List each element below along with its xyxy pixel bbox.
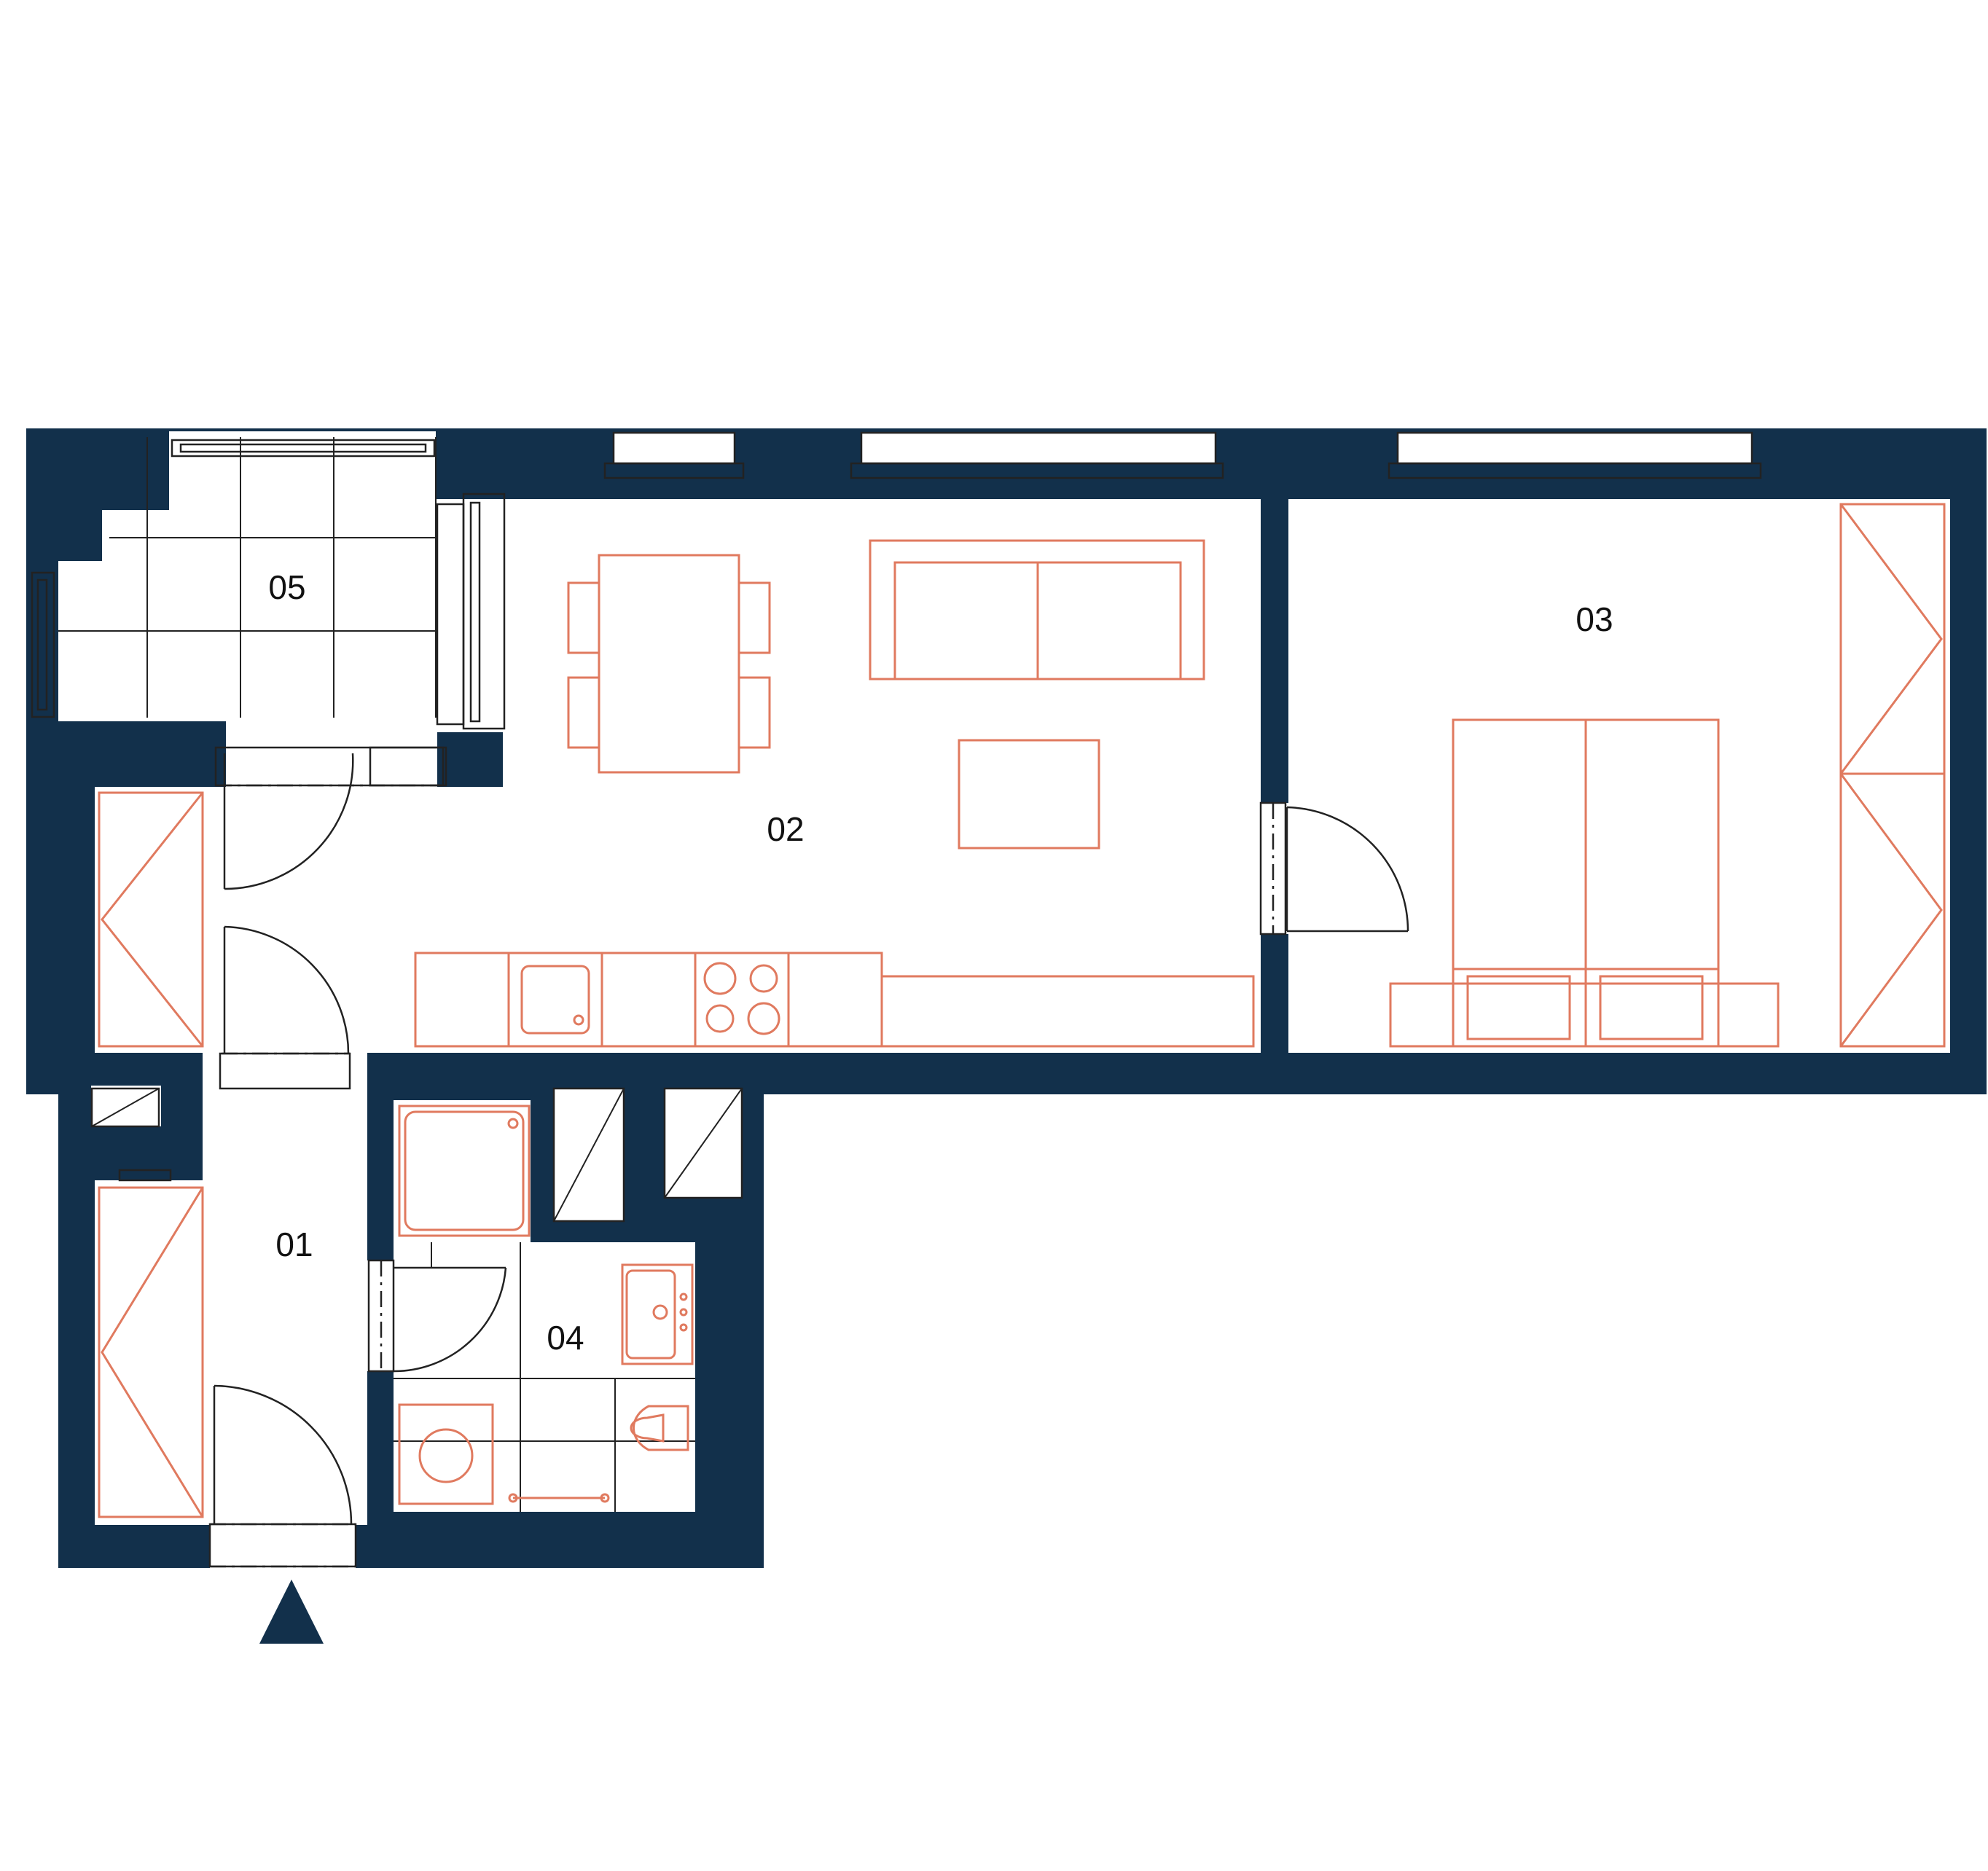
shafts xyxy=(90,1087,743,1223)
interior-spaces xyxy=(58,431,1950,1568)
loggia-tiles xyxy=(58,437,437,718)
room-label-04: 04 xyxy=(547,1319,584,1357)
furniture xyxy=(98,503,1946,1518)
room-label-05: 05 xyxy=(268,568,305,606)
room-label-02: 02 xyxy=(767,810,804,848)
room-label-03: 03 xyxy=(1576,600,1613,638)
windows xyxy=(31,431,1762,730)
room-label-01: 01 xyxy=(275,1225,313,1263)
bathroom-tiles xyxy=(394,1242,695,1512)
entrance-arrow-icon xyxy=(259,1580,324,1644)
room-labels: 01 02 03 04 05 xyxy=(268,568,1613,1357)
doors xyxy=(208,746,1409,1568)
